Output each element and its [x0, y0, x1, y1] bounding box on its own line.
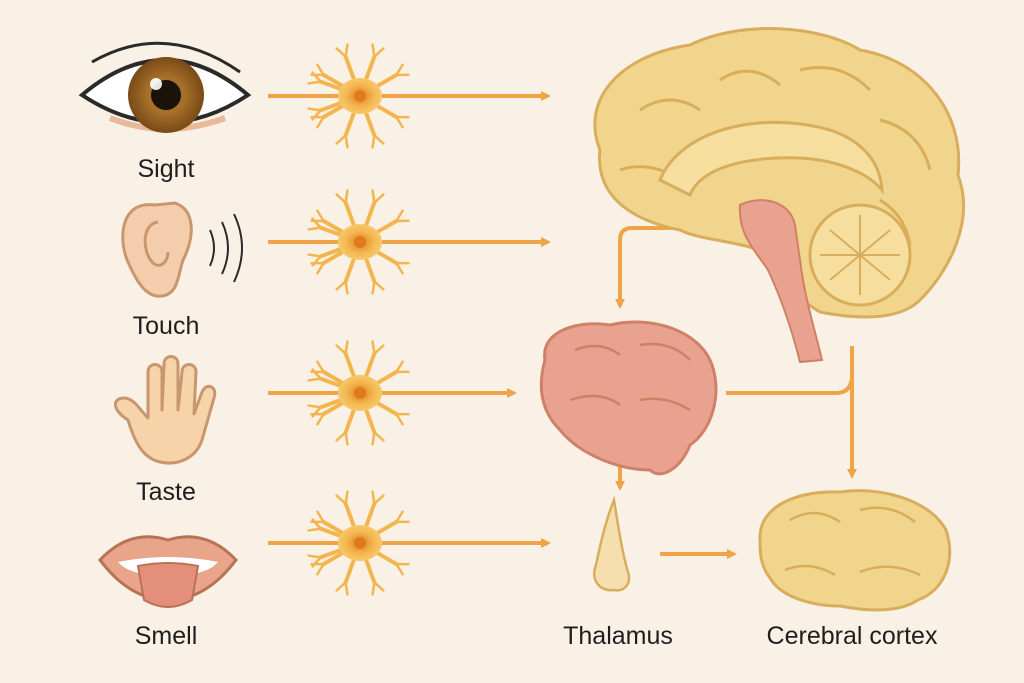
neuron-icon: [307, 43, 410, 149]
label-taste: Taste: [136, 478, 196, 506]
cortex-brain-icon: [758, 489, 952, 612]
thalamus-brain-icon: [539, 320, 718, 476]
neuron-icon: [307, 189, 410, 295]
label-cerebral-cortex: Cerebral cortex: [766, 622, 938, 650]
mouth-icon: [98, 535, 238, 608]
neurons: [307, 43, 410, 596]
nose-icon: [593, 495, 631, 592]
label-touch: Touch: [132, 312, 200, 340]
eye-icon: [78, 41, 252, 133]
ear-icon: [121, 201, 243, 298]
brainstem-loop-arrow: [615, 226, 728, 309]
label-thalamus: Thalamus: [563, 622, 673, 650]
hand-icon: [114, 355, 217, 465]
pathway-arrows: [268, 91, 857, 559]
thalamus-right-connector: [726, 346, 854, 395]
label-sight: Sight: [137, 155, 195, 183]
brain-sagittal-icon: [593, 27, 966, 364]
neuron-icon: [307, 490, 410, 596]
label-smell: Smell: [134, 622, 198, 650]
neuron-icon: [307, 340, 410, 446]
